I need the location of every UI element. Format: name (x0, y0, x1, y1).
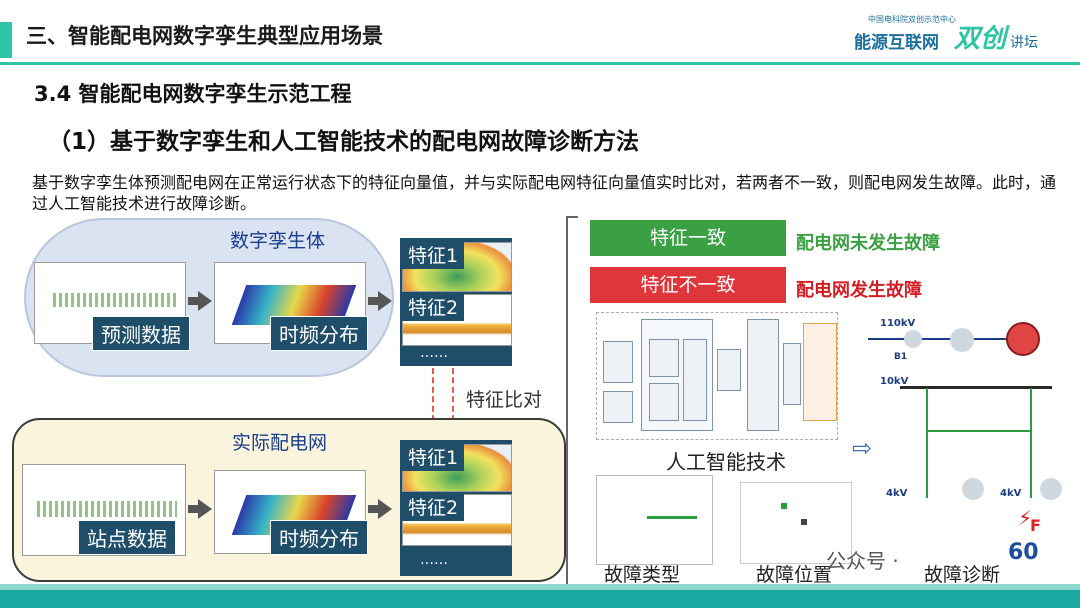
fault-location-point (801, 519, 807, 525)
ai-flow-node (649, 339, 679, 377)
bus-110kv (868, 338, 1018, 340)
station-node (1040, 478, 1062, 500)
ai-technique-label: 人工智能技术 (666, 446, 786, 475)
no-fault-text: 配电网未发生故障 (796, 229, 940, 255)
station-data-label: 站点数据 (78, 520, 176, 555)
tf-label-twin: 时频分布 (270, 316, 368, 351)
feature-mismatch-box: 特征不一致 (590, 267, 786, 303)
logo-shuang-text: 双创 (954, 18, 1006, 55)
header-accent (0, 22, 12, 58)
ai-flow-node (683, 339, 707, 421)
feature1-label-real: 特征1 (402, 442, 464, 471)
more-features-twin: …… (420, 345, 448, 361)
feature2-label-real: 特征2 (402, 492, 464, 521)
digital-twin-title: 数字孪生体 (230, 226, 325, 253)
section-title: 三、智能配电网数字孪生典型应用场景 (26, 20, 383, 50)
fault-location-label: 故障位置 (756, 560, 832, 587)
ai-flow-node (803, 323, 837, 421)
kv4-label-b: 4kV (1000, 488, 1021, 499)
logo-tail-text: 讲坛 (1010, 32, 1038, 52)
ai-flow-node (747, 319, 779, 431)
feeder-line (1030, 388, 1032, 498)
ai-flow-node (603, 391, 633, 423)
arrow-right-icon (198, 291, 212, 311)
transformer-node (950, 328, 974, 352)
ai-flow-node (717, 349, 741, 391)
transformer-node (904, 330, 922, 348)
feeder-line (926, 388, 928, 498)
tf-label-real: 时频分布 (270, 520, 368, 555)
bracket-divider (566, 216, 578, 590)
fault-type-label: 故障类型 (604, 560, 680, 587)
arrow-right-icon (198, 499, 212, 519)
b1-label: B1 (894, 352, 907, 362)
arrow-right-icon (378, 499, 392, 519)
feature2-label-twin: 特征2 (402, 292, 464, 321)
real-grid-title: 实际配电网 (232, 428, 327, 455)
predicted-waveform (53, 293, 177, 307)
description-text: 基于数字孪生体预测配电网在正常运行状态下的特征向量值，并与实际配电网特征向量值实… (32, 172, 1062, 214)
fault-text: 配电网发生故障 (796, 276, 922, 302)
ai-flow-node (649, 383, 679, 421)
station-node (962, 478, 984, 500)
footer-bar (0, 590, 1080, 608)
predicted-data-label: 预测数据 (92, 316, 190, 351)
more-features-real: …… (420, 552, 448, 568)
ai-flow-node (603, 341, 633, 383)
watermark-text: 公众号 · (826, 545, 899, 574)
arrow-right-outline-icon: ⇨ (852, 434, 872, 462)
ai-flow-diagram (596, 312, 838, 440)
tie-line (926, 430, 1030, 432)
logo-small-text: 中国电科院双创示范中心 (868, 14, 956, 25)
fault-diagnosis-label: 故障诊断 (924, 560, 1000, 587)
feature1-label-twin: 特征1 (402, 240, 464, 269)
fault-type-chart (596, 475, 713, 565)
brand-logo: 中国电科院双创示范中心 能源互联网 双创 讲坛 (850, 10, 1060, 54)
fault-type-series (647, 516, 697, 519)
ai-flow-node (783, 343, 801, 405)
number-60-badge: 60 (1008, 540, 1039, 565)
station-waveform (37, 501, 177, 517)
subsection-title: 3.4 智能配电网数字孪生示范工程 (34, 78, 352, 108)
logo-main-text: 能源互联网 (854, 28, 939, 53)
kv110-label: 110kV (880, 318, 915, 329)
header-divider (0, 62, 1080, 65)
arrow-right-icon (378, 291, 392, 311)
fault-mark: F (1030, 516, 1041, 535)
kv4-label-a: 4kV (886, 488, 907, 499)
compare-label: 特征比对 (466, 385, 542, 412)
method-title: （1）基于数字孪生和人工智能技术的配电网故障诊断方法 (48, 122, 639, 156)
fault-location-point (781, 503, 787, 509)
substation-node (1006, 322, 1040, 356)
feature-match-box: 特征一致 (590, 220, 786, 256)
